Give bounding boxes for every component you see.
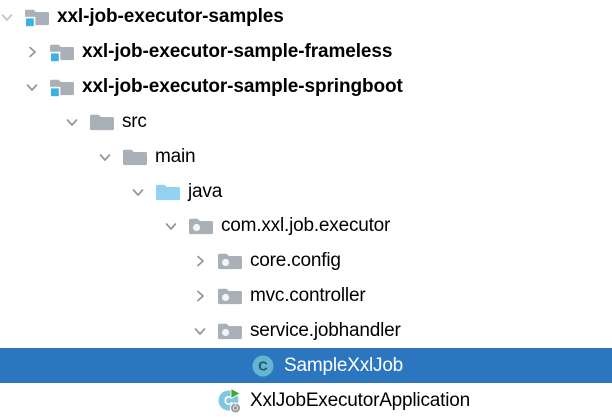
tree-row[interactable]: main: [0, 139, 612, 174]
package-folder-icon: [217, 319, 243, 343]
tree-row[interactable]: C SampleXxlJob: [0, 348, 612, 384]
tree-row-label: core.config: [250, 250, 341, 272]
module-folder-icon: [49, 40, 75, 64]
tree-row[interactable]: java: [0, 174, 612, 209]
chevron-expanded-icon[interactable]: [64, 114, 80, 130]
runnable-class-icon: C: [217, 387, 244, 414]
chevron-expanded-icon[interactable]: [130, 184, 146, 200]
tree-row-label: xxl-job-executor-sample-springboot: [82, 76, 403, 98]
tree-row[interactable]: C XxlJobExecutorApplication: [0, 383, 612, 418]
tree-row-label: xxl-job-executor-sample-frameless: [82, 41, 393, 63]
class-icon: C: [251, 354, 275, 378]
tree-row[interactable]: com.xxl.job.executor: [0, 209, 612, 244]
chevron-expanded-icon[interactable]: [97, 149, 113, 165]
tree-row[interactable]: xxl-job-executor-sample-springboot: [0, 70, 612, 105]
tree-row[interactable]: src: [0, 104, 612, 139]
chevron-expanded-icon[interactable]: [0, 9, 15, 25]
module-folder-icon: [49, 75, 75, 99]
tree-row-label: com.xxl.job.executor: [221, 215, 391, 237]
tree-row[interactable]: mvc.controller: [0, 279, 612, 314]
tree-row-label: XxlJobExecutorApplication: [250, 389, 470, 411]
chevron-collapsed-icon[interactable]: [24, 44, 40, 60]
chevron-collapsed-icon[interactable]: [192, 288, 208, 304]
package-folder-icon: [217, 249, 243, 273]
chevron-expanded-icon[interactable]: [24, 79, 40, 95]
chevron-expanded-icon[interactable]: [192, 323, 208, 339]
package-folder-icon: [188, 214, 214, 238]
chevron-expanded-icon[interactable]: [163, 218, 179, 234]
tree-row-label: java: [188, 180, 223, 202]
tree-row[interactable]: core.config: [0, 244, 612, 279]
package-folder-icon: [217, 284, 243, 308]
module-folder-icon: [24, 5, 50, 29]
tree-row-label: xxl-job-executor-samples: [57, 6, 284, 28]
tree-row-label: service.jobhandler: [250, 319, 401, 341]
folder-icon: [89, 110, 115, 134]
tree-row[interactable]: xxl-job-executor-sample-frameless: [0, 35, 612, 70]
tree-row-label: SampleXxlJob: [284, 354, 404, 376]
source-folder-icon: [155, 180, 181, 204]
tree-row-label: main: [155, 145, 196, 167]
svg-text:C: C: [224, 394, 233, 408]
tree-row[interactable]: xxl-job-executor-samples: [0, 0, 612, 35]
svg-text:C: C: [258, 358, 268, 373]
chevron-collapsed-icon[interactable]: [192, 253, 208, 269]
tree-row-label: src: [122, 110, 147, 132]
folder-icon: [122, 145, 148, 169]
tree-row[interactable]: service.jobhandler: [0, 313, 612, 348]
tree-row-label: mvc.controller: [250, 285, 366, 307]
